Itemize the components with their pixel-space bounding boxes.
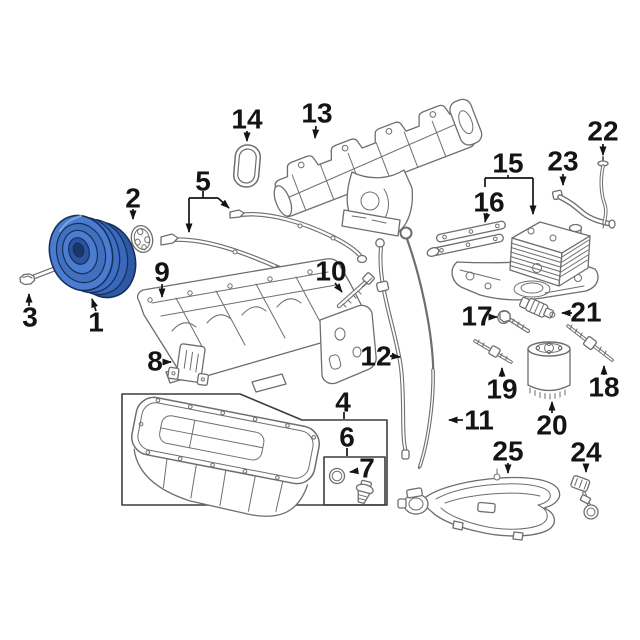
callout-arrow-13 xyxy=(312,125,320,139)
oil-cooler-drawing xyxy=(451,221,599,301)
oil-pan-group-box xyxy=(121,393,388,506)
callout-label-1[interactable]: 1 xyxy=(88,307,104,338)
callout-arrow-1 xyxy=(91,298,99,312)
callout-label-4[interactable]: 4 xyxy=(335,387,351,418)
callout-label-17[interactable]: 17 xyxy=(461,301,492,332)
callout-label-9[interactable]: 9 xyxy=(154,257,170,288)
callout-arrow-5-3 xyxy=(217,197,230,209)
callout-label-20[interactable]: 20 xyxy=(536,410,567,441)
oring-drawing xyxy=(328,467,346,485)
callout-label-5[interactable]: 5 xyxy=(195,166,211,197)
pulley-spacer-drawing xyxy=(130,225,154,253)
callout-label-6[interactable]: 6 xyxy=(339,422,355,453)
cooler-gasket-drawing xyxy=(426,220,506,257)
dipstick-drawing xyxy=(399,226,435,470)
oil-pipe-assembly-drawing xyxy=(397,468,561,541)
intake-manifold-drawing xyxy=(273,98,483,237)
drain-plug-drawing xyxy=(355,479,374,505)
callout-label-13[interactable]: 13 xyxy=(301,98,332,129)
callout-arrow-10 xyxy=(334,282,343,293)
callout-label-7[interactable]: 7 xyxy=(359,453,375,484)
callout-label-12[interactable]: 12 xyxy=(360,341,391,372)
dipstick-tube-drawing xyxy=(375,238,410,460)
callout-arrow-12 xyxy=(389,352,401,360)
callout-label-18[interactable]: 18 xyxy=(588,372,619,403)
callout-label-22[interactable]: 22 xyxy=(587,116,618,147)
callout-label-23[interactable]: 23 xyxy=(547,146,578,177)
callout-label-15[interactable]: 15 xyxy=(492,148,523,179)
callout-label-21[interactable]: 21 xyxy=(570,297,601,328)
callout-label-10[interactable]: 10 xyxy=(315,256,346,287)
callout-arrow-7 xyxy=(349,467,359,475)
stud-long-drawing xyxy=(566,324,614,362)
pulley-bolt-drawing xyxy=(19,265,60,286)
callout-label-25[interactable]: 25 xyxy=(492,436,523,467)
manifold-gasket-drawing xyxy=(232,144,262,188)
callout-label-11[interactable]: 11 xyxy=(464,405,494,436)
temp-sensor-drawing xyxy=(570,475,599,520)
callout-label-14[interactable]: 14 xyxy=(231,104,263,135)
pressure-switch-drawing xyxy=(519,296,556,319)
callout-label-19[interactable]: 19 xyxy=(486,374,517,405)
mount-bracket-drawing xyxy=(167,343,209,386)
callout-arrow-16 xyxy=(483,212,491,223)
callout-label-16[interactable]: 16 xyxy=(473,187,504,218)
frame-bolt-drawing xyxy=(336,272,375,309)
crankshaft-pulley-drawing xyxy=(48,214,137,299)
callout-label-24[interactable]: 24 xyxy=(570,437,602,468)
vent-tube-drawing xyxy=(597,156,609,229)
stud-short-drawing xyxy=(473,339,513,364)
hex-bolt-drawing xyxy=(497,309,530,333)
oil-pan-drawing xyxy=(131,396,320,517)
plug-group-box xyxy=(323,456,386,506)
callout-label-2[interactable]: 2 xyxy=(125,183,141,214)
callout-label-8[interactable]: 8 xyxy=(147,346,163,377)
callout-label-3[interactable]: 3 xyxy=(22,302,38,333)
oil-filter-drawing xyxy=(527,341,571,400)
